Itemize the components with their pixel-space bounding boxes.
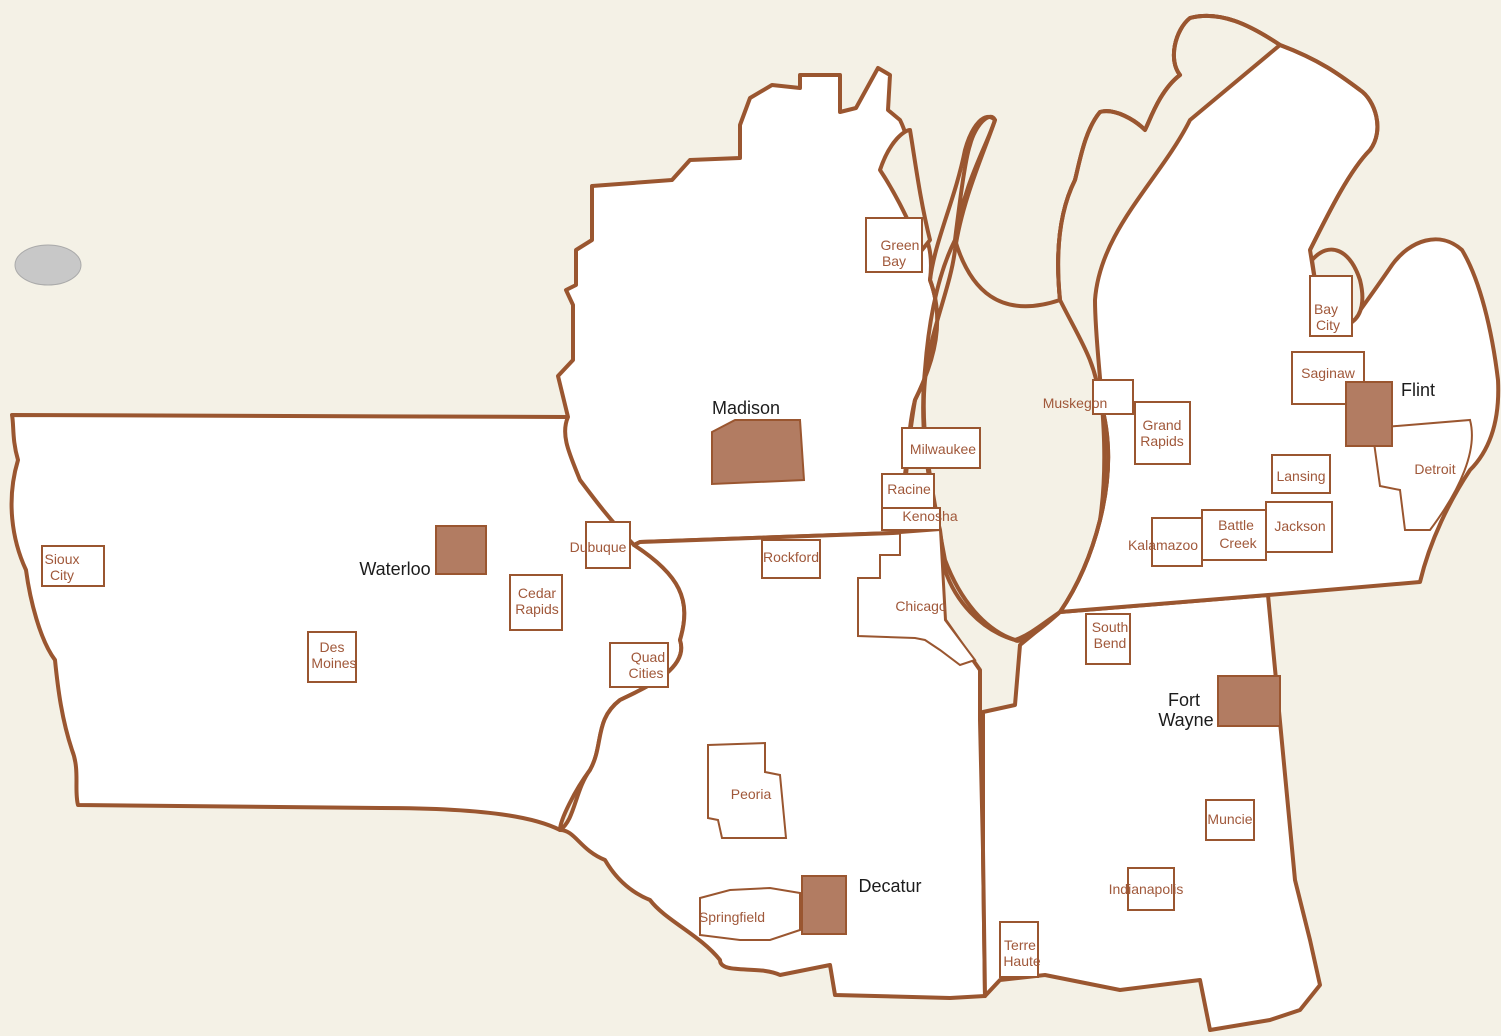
area-springfield <box>699 886 801 941</box>
label-rockford: Rockford <box>763 549 819 565</box>
area-quad-cities <box>609 642 669 688</box>
label-decatur: Decatur <box>858 876 921 896</box>
label-peoria: Peoria <box>731 786 772 802</box>
area-detroit <box>1370 418 1473 531</box>
label-saginaw: Saginaw <box>1301 365 1356 381</box>
area-indianapolis <box>1127 867 1175 911</box>
highlight-flint <box>1345 381 1393 447</box>
area-dubuque <box>585 521 631 569</box>
label-jackson: Jackson <box>1274 518 1325 534</box>
highlight-fort-wayne <box>1217 675 1281 727</box>
highlight-madison <box>711 419 806 486</box>
area-des-moines <box>307 631 357 683</box>
area-battle-creek <box>1201 509 1267 561</box>
label-fort-wayne-line: Fort <box>1168 690 1200 710</box>
label-lansing: Lansing <box>1276 468 1325 484</box>
area-terre-haute <box>999 921 1039 978</box>
label-chicago: Chicago <box>895 598 947 614</box>
pushpin-icon <box>14 244 82 286</box>
label-indianapolis: Indianapolis <box>1109 881 1184 897</box>
area-cedar-rapids <box>509 574 563 631</box>
label-kalamazoo: Kalamazoo <box>1128 537 1198 553</box>
area-green-bay <box>865 217 923 273</box>
highlight-decatur <box>801 875 847 935</box>
label-dubuque: Dubuque <box>570 539 627 555</box>
label-madison: Madison <box>712 398 780 418</box>
area-peoria <box>707 741 788 839</box>
label-fort-wayne-line: Wayne <box>1158 710 1213 730</box>
label-waterloo: Waterloo <box>359 559 430 579</box>
area-sioux-city <box>41 545 105 587</box>
area-muskegon <box>1092 379 1134 415</box>
area-south-bend <box>1085 613 1131 665</box>
area-muncie <box>1205 799 1255 841</box>
area-rockford <box>761 539 821 579</box>
area-kalamazoo <box>1151 517 1203 567</box>
label-detroit: Detroit <box>1414 461 1455 477</box>
label-springfield: Springfield <box>699 909 765 925</box>
label-flint: Flint <box>1401 380 1435 400</box>
area-lansing <box>1271 454 1331 494</box>
area-jackson <box>1265 501 1333 553</box>
highlight-waterloo <box>435 525 487 575</box>
area-grand-rapids <box>1134 401 1191 465</box>
area-racine <box>881 473 935 509</box>
michigan-west-shore <box>1056 13 1380 614</box>
label-muskegon: Muskegon <box>1043 395 1108 411</box>
area-kenosha <box>881 507 941 531</box>
area-milwaukee <box>901 427 981 469</box>
area-chicago <box>857 528 977 667</box>
area-bay-city <box>1309 275 1353 337</box>
label-racine: Racine <box>887 481 931 497</box>
label-kenosha: Kenosha <box>902 508 957 524</box>
lake-michigan-west-shore <box>891 114 1062 642</box>
label-muncie: Muncie <box>1207 811 1252 827</box>
state-illinois <box>558 528 987 1000</box>
label-milwaukee: Milwaukee <box>910 441 976 457</box>
